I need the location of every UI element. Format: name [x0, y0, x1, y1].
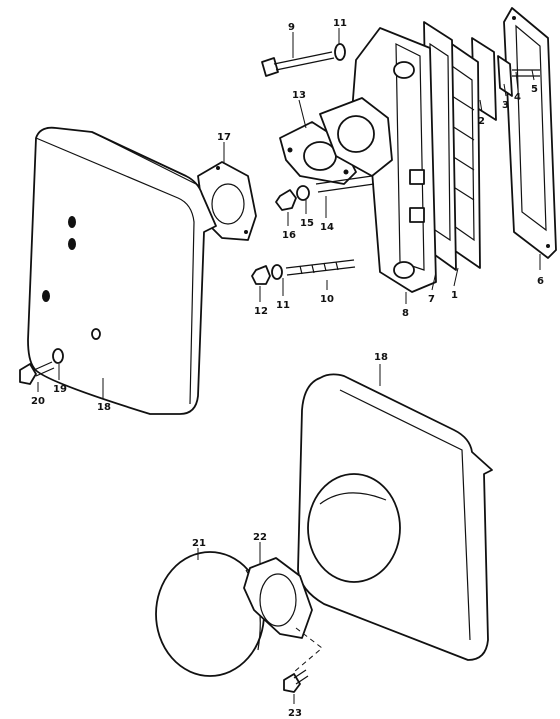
callout-19: 19	[53, 384, 67, 395]
callout-14: 14	[320, 222, 334, 233]
washer-11-lower	[271, 264, 283, 280]
callout-10: 10	[320, 294, 334, 305]
callout-2: 2	[478, 116, 485, 127]
washer-11-top	[334, 43, 346, 61]
stud-10	[285, 259, 356, 276]
callout-11-lower: 11	[276, 300, 290, 311]
nut-12	[251, 265, 271, 285]
callout-13: 13	[292, 90, 306, 101]
callout-12: 12	[254, 306, 268, 317]
callout-labels: 9 11 13 17 2 3 4 5 6 1 7 8 10 11 12 14 1…	[31, 18, 544, 719]
callout-5: 5	[531, 84, 538, 95]
callout-22: 22	[253, 532, 267, 543]
gasket-6	[503, 7, 557, 259]
callout-21: 21	[192, 538, 206, 549]
callout-4: 4	[514, 92, 521, 103]
clip-3	[497, 55, 513, 97]
callout-8: 8	[402, 308, 409, 319]
callout-11-top: 11	[333, 18, 347, 29]
cover-21	[155, 551, 265, 677]
air-cleaner-box-lower	[297, 373, 493, 661]
flange-13	[279, 121, 357, 185]
callout-9: 9	[288, 22, 295, 33]
nut-16	[275, 189, 297, 211]
washer-19	[52, 348, 64, 364]
flange-insulator	[319, 97, 393, 177]
callout-7: 7	[428, 294, 435, 305]
manifold-8	[351, 27, 437, 293]
air-cleaner-box-upper	[27, 126, 217, 415]
screw-20	[19, 361, 55, 385]
callout-23: 23	[288, 708, 302, 719]
callout-3: 3	[502, 100, 509, 111]
callout-20: 20	[31, 396, 45, 407]
stud-14	[315, 175, 375, 193]
callout-15: 15	[300, 218, 314, 229]
washer-15	[296, 185, 310, 201]
callout-18-upper: 18	[97, 402, 111, 413]
callout-1: 1	[451, 290, 458, 301]
leader-lines	[37, 28, 541, 704]
callout-6: 6	[537, 276, 544, 287]
callout-16: 16	[282, 230, 296, 241]
callout-17: 17	[217, 132, 231, 143]
callout-18-lower: 18	[374, 352, 388, 363]
assembly-line	[293, 627, 323, 673]
bolt-9	[261, 51, 335, 77]
gasket-22	[243, 557, 313, 639]
screw-23	[283, 669, 309, 693]
